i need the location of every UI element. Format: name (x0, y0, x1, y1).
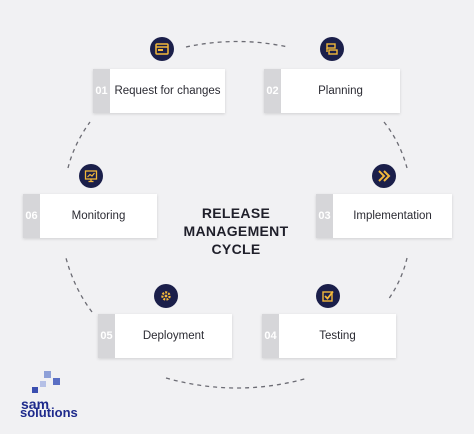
step-card-monitoring: 06 Monitoring (23, 194, 157, 238)
title-line-1: RELEASE (201, 205, 271, 221)
browser-window-icon (150, 37, 174, 61)
step-number: 03 (316, 194, 333, 238)
step-label: Monitoring (71, 210, 126, 222)
logo-word-1: sam (21, 396, 50, 412)
title-line-3: CYCLE (211, 241, 261, 257)
arc-right (387, 257, 408, 301)
title-line-2: MANAGEMENT (183, 223, 289, 239)
step-card-request-for-changes: 01 Request for changes (93, 69, 225, 113)
step-number: 01 (93, 69, 110, 113)
logo-word-2: solutions (20, 405, 78, 420)
step-card-implementation: 03 Implementation (316, 194, 452, 238)
gear-icon (154, 284, 178, 308)
sam-solutions-logo: sam solutions (18, 369, 98, 420)
step-number: 05 (98, 314, 115, 358)
diagram-title: RELEASE MANAGEMENT CYCLE (176, 204, 296, 258)
step-label: Deployment (142, 330, 205, 342)
arc-top (185, 40, 289, 48)
checkbox-check-icon (316, 284, 340, 308)
double-chevron-right-icon (372, 164, 396, 188)
logo-square (53, 378, 60, 385)
arc-top-left (67, 121, 91, 169)
planning-stack-icon (320, 37, 344, 61)
step-card-planning: 02 Planning (264, 69, 400, 113)
step-number: 06 (23, 194, 40, 238)
step-label: Request for changes (114, 85, 221, 97)
monitor-chart-icon (79, 164, 103, 188)
arc-top-right (383, 121, 408, 169)
logo-square (32, 387, 38, 393)
step-card-deployment: 05 Deployment (98, 314, 232, 358)
step-number: 04 (262, 314, 279, 358)
arc-bottom-left (65, 257, 93, 313)
step-card-testing: 04 Testing (262, 314, 396, 358)
step-label: Implementation (353, 210, 432, 222)
step-label: Planning (318, 85, 363, 97)
logo-square (40, 381, 46, 387)
arc-bottom (165, 377, 309, 389)
logo-square (44, 371, 51, 378)
step-label: Testing (319, 330, 356, 342)
step-number: 02 (264, 69, 281, 113)
